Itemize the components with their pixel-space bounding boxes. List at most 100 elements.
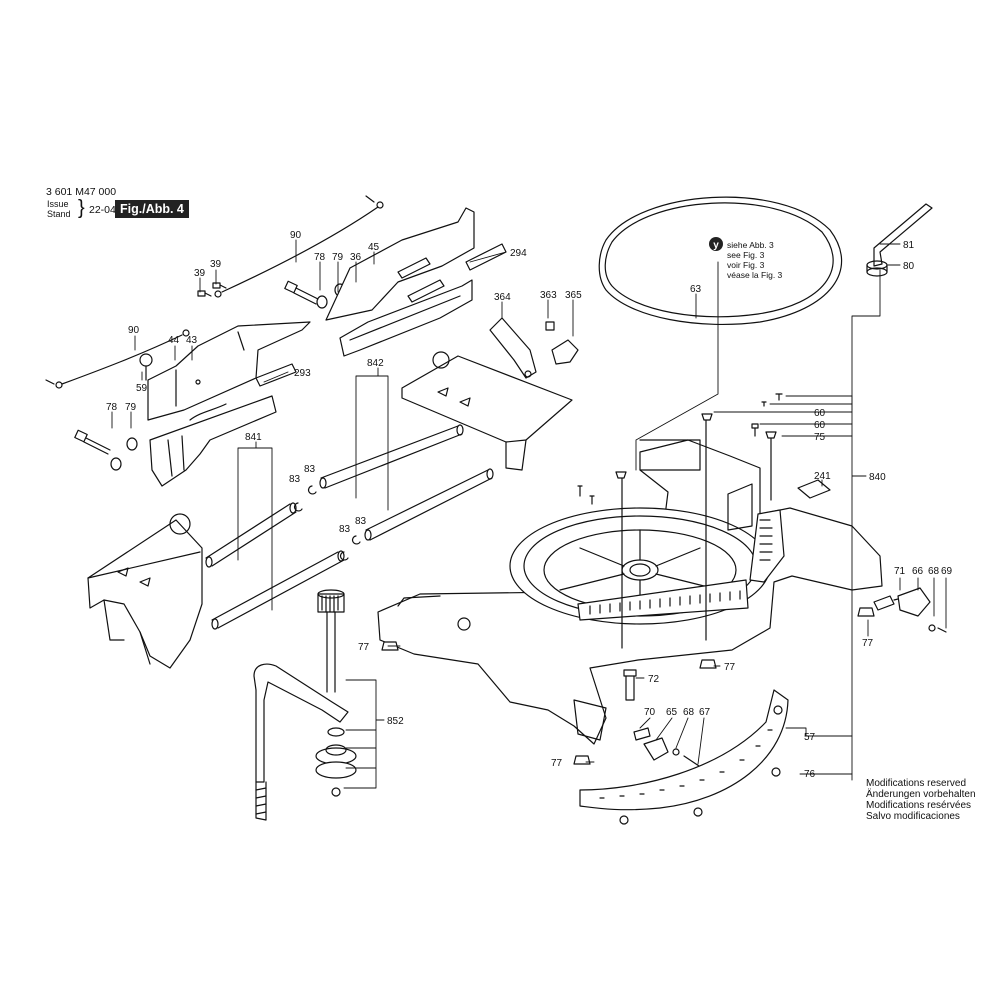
part-label: 76 [804, 769, 816, 780]
part-label: 68 [928, 566, 940, 577]
part-label: 66 [912, 566, 924, 577]
issue-brace: } [78, 197, 85, 219]
bolt-78-lower [74, 429, 111, 455]
part-label: 77 [724, 662, 736, 673]
part-label: 840 [869, 472, 886, 483]
knob-365 [551, 339, 579, 365]
part-label: 293 [294, 368, 311, 379]
part-label: 68 [683, 707, 695, 718]
belt-63 [598, 196, 843, 325]
part-label: 79 [332, 252, 344, 263]
part-label: 72 [648, 674, 660, 685]
part-label: 75 [814, 432, 826, 443]
document-number: 3 601 M47 000 [46, 186, 117, 198]
part-label: 63 [690, 284, 702, 295]
part-label: 45 [368, 242, 380, 253]
modifications-note-line: Änderungen vorbehalten [866, 789, 976, 800]
clips-83 [294, 485, 361, 561]
modifications-note-line: Modifications reserved [866, 778, 967, 789]
bolt-72 [623, 669, 637, 701]
part-label: 79 [125, 402, 137, 413]
fence-support-left [87, 513, 203, 669]
fence-44 [147, 321, 311, 421]
part-label: 71 [894, 566, 906, 577]
reference-line-2: voir Fig. 3 [727, 260, 765, 270]
part-label: 365 [565, 290, 582, 301]
part-label: 363 [540, 290, 557, 301]
part-label: 69 [941, 566, 953, 577]
part-label: 60 [814, 420, 826, 431]
part-label: 83 [289, 474, 301, 485]
screws-60-75 [577, 393, 783, 649]
foot-77-center [699, 659, 717, 669]
reference-badge: y siehe Abb. 3 see Fig. 3 voir Fig. 3 vé… [709, 237, 783, 280]
bracket-364 [489, 317, 537, 379]
fence-support-right [401, 351, 573, 471]
cable-90-lower [45, 329, 190, 389]
rod-lower-left [211, 550, 345, 630]
hex-key-81 [873, 203, 933, 267]
rod-upper-left [205, 502, 297, 568]
part-label: 59 [136, 383, 148, 394]
cable-90-upper [214, 195, 384, 298]
part-label: 57 [804, 732, 816, 743]
slip-241 [797, 479, 831, 499]
slip-293 [255, 363, 297, 387]
rod-lower-right [364, 468, 494, 541]
knob-66 [897, 587, 931, 617]
part-label: 83 [304, 464, 316, 475]
bolt-78-upper [284, 280, 319, 305]
part-label: 80 [903, 261, 915, 272]
part-label: 81 [903, 240, 915, 251]
part-label: 90 [290, 230, 302, 241]
part-label: 852 [387, 716, 404, 727]
rod-upper-right [319, 424, 464, 489]
issue-label: Issue [47, 199, 69, 209]
part-label: 83 [355, 516, 367, 527]
part-label: 39 [194, 268, 206, 279]
part-label: 77 [551, 758, 563, 769]
leader-lines [111, 239, 947, 789]
reference-line-1: see Fig. 3 [727, 250, 765, 260]
foot-77-bottom [573, 755, 591, 765]
part-label: 43 [186, 335, 198, 346]
part-label: 67 [699, 707, 711, 718]
part-label: 364 [494, 292, 511, 303]
foot-77-right-top [857, 607, 875, 617]
part-label: 44 [168, 335, 180, 346]
part-label: 78 [106, 402, 118, 413]
fence-43 [149, 395, 277, 487]
extension-57 [579, 689, 789, 825]
lock-70-65 [633, 727, 703, 769]
part-label: 60 [814, 408, 826, 419]
washer-68-69 [928, 624, 947, 633]
figure-badge: Fig./Abb. 4 [115, 200, 189, 218]
part-label: 90 [128, 325, 140, 336]
reference-badge-letter: y [713, 240, 719, 251]
rubber-80 [866, 260, 888, 277]
modifications-note-line: Modifications resérvées [866, 800, 972, 811]
part-label: 83 [339, 524, 351, 535]
screw-363 [545, 321, 555, 331]
knob-59 [139, 353, 153, 381]
part-labels: 90 90 39 39 78 79 36 45 294 44 43 59 293… [106, 230, 953, 780]
fence-45 [325, 207, 475, 357]
part-label: 65 [666, 707, 678, 718]
nut-79-lower [110, 437, 138, 471]
part-label: 77 [862, 638, 874, 649]
modifications-note-line: Salvo modificaciones [866, 811, 960, 822]
part-label: 36 [350, 252, 362, 263]
part-label: 842 [367, 358, 384, 369]
hold-down-clamp-852 [253, 589, 357, 821]
part-label: 78 [314, 252, 326, 263]
part-label: 77 [358, 642, 370, 653]
reference-line-3: véase la Fig. 3 [727, 270, 783, 280]
reference-line-0: siehe Abb. 3 [727, 240, 774, 250]
stand-label: Stand [47, 209, 71, 219]
part-label: 841 [245, 432, 262, 443]
screw-39-b [212, 282, 227, 289]
part-label: 294 [510, 248, 527, 259]
part-label: 39 [210, 259, 222, 270]
